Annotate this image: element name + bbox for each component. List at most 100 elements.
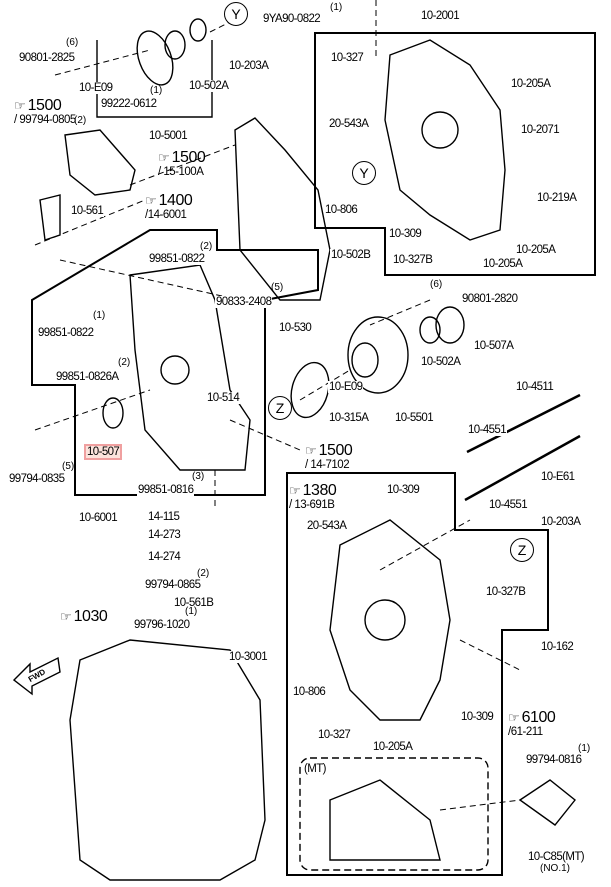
quantity: (1) [93,310,106,321]
part-label-10-507[interactable]: 10-507 [83,444,123,460]
reference-1500[interactable]: ☞1500/ 15-100A [158,149,206,179]
part-label-99222-0612[interactable]: 99222-0612 [100,98,158,110]
part-label-20-543a[interactable]: 20-543A [306,520,348,532]
part-label-10-e09[interactable]: 10-E09 [78,82,114,94]
part-label-9ya90-0822[interactable]: 9YA90-0822 [262,13,322,25]
part-label-10-e09[interactable]: 10-E09 [328,381,364,393]
part-label-10-4511[interactable]: 10-4511 [515,381,555,393]
reference-1500[interactable]: ☞1500/ 99794-0805 [14,97,76,127]
quantity: (NO.1) [540,863,570,874]
part-label-14-274[interactable]: 14-274 [147,551,182,563]
part-seal-10-507 [102,397,124,429]
part-label-10-203a[interactable]: 10-203A [228,60,270,72]
part-bracket-10-561 [64,129,136,196]
part-label-10-c85-mt-[interactable]: 10-C85(MT) [527,851,585,863]
quantity: (1) [330,2,343,13]
part-label-10-4551[interactable]: 10-4551 [467,424,508,436]
callout-z: Z [510,538,534,562]
quantity: (2) [200,241,213,252]
part-label-99796-1020[interactable]: 99796-1020 [133,619,191,631]
pointing-hand-icon: ☞ [145,193,157,208]
part-label-10-309[interactable]: 10-309 [460,711,495,723]
part-label-14-115[interactable]: 14-115 [147,511,181,523]
part-label-10-309[interactable]: 10-309 [386,484,421,496]
part-label-10-502a[interactable]: 10-502A [420,356,462,368]
part-label-10-6001[interactable]: 10-6001 [78,512,119,524]
part-label-10-205a[interactable]: 10-205A [482,258,524,270]
part-label-10-162[interactable]: 10-162 [540,641,575,653]
part-label-10-502b[interactable]: 10-502B [330,249,372,261]
part-label-99794-0816[interactable]: 99794-0816 [525,754,583,766]
reference-1030[interactable]: ☞1030 [60,608,108,625]
part-label-10-5501[interactable]: 10-5501 [394,412,435,424]
part-label-10-309[interactable]: 10-309 [388,228,423,240]
reference-6100[interactable]: ☞6100/61-211 [508,709,556,739]
part-label-99794-0835[interactable]: 99794-0835 [8,473,66,485]
callout-y: Y [224,2,248,26]
part-housing-10-6001 [129,264,251,471]
part-label-10-507a[interactable]: 10-507A [473,340,515,352]
part-label-10-806[interactable]: 10-806 [324,204,359,216]
quantity: (1) [578,743,591,754]
part-label-14-273[interactable]: 14-273 [147,529,182,541]
part-label-10-315a[interactable]: 10-315A [328,412,370,424]
part-label-99851-0822[interactable]: 99851-0822 [148,253,206,265]
pointing-hand-icon: ☞ [14,98,26,113]
part-bolt-10-4511 [466,393,581,454]
group-box-10-5001 [96,40,213,118]
group-box-10-6001 [31,229,319,496]
part-label-10-806[interactable]: 10-806 [292,686,327,698]
part-label-10-205a[interactable]: 10-205A [372,741,414,753]
part-flange-10-5001 [136,30,174,86]
part-label-10-205a[interactable]: 10-205A [510,78,552,90]
pointing-hand-icon: ☞ [305,443,317,458]
pointing-hand-icon: ☞ [508,710,520,725]
reference-1500[interactable]: ☞1500/ 14-7102 [305,442,353,472]
part-label-10-514[interactable]: 10-514 [206,392,241,404]
part-label-10-5001[interactable]: 10-5001 [148,130,189,142]
part-label-90801-2825[interactable]: 90801-2825 [18,52,76,64]
part-label-10-203a[interactable]: 10-203A [540,516,582,528]
part-label-10-561b[interactable]: 10-561B [173,597,215,609]
reference-1400[interactable]: ☞1400/14-6001 [145,192,193,222]
forward-arrow-icon [12,656,61,696]
part-label-99851-0822[interactable]: 99851-0822 [37,327,95,339]
group-box-10-2001 [314,32,596,276]
part-flange-10-5501 [347,316,409,394]
part-label-99851-0816[interactable]: 99851-0816 [137,484,195,496]
part-label-99794-0865[interactable]: 99794-0865 [144,579,202,591]
part-label-10-327b[interactable]: 10-327B [485,586,527,598]
part-label-20-543a[interactable]: 20-543A [328,118,370,130]
part-label-10-2071[interactable]: 10-2071 [520,124,561,136]
part-front-cover-10-2001 [384,39,506,241]
pointing-hand-icon: ☞ [158,150,170,165]
part-rotor-housing-1030 [69,639,266,881]
part-label-10-530[interactable]: 10-530 [278,322,313,334]
part-label-10-4551[interactable]: 10-4551 [488,499,529,511]
quantity: (5) [271,282,284,293]
part-label-10-327[interactable]: 10-327 [317,729,352,741]
part-label-90833-2408[interactable]: 90833-2408 [215,296,273,308]
part-label-90801-2820[interactable]: 90801-2820 [461,293,519,305]
part-label-10-e61[interactable]: 10-E61 [540,471,576,483]
part-label-10-327[interactable]: 10-327 [330,52,365,64]
part-oring-10-315A [290,361,330,419]
part-label--mt-[interactable]: (MT) [303,763,327,775]
part-cover-10-C85 [518,779,576,826]
quantity: (6) [430,279,443,290]
part-label-10-327b[interactable]: 10-327B [392,254,434,266]
part-label-10-561[interactable]: 10-561 [70,205,105,217]
part-label-10-3001[interactable]: 10-3001 [228,651,269,663]
part-label-10-219a[interactable]: 10-219A [536,192,578,204]
pointing-hand-icon: ☞ [289,483,301,498]
part-label-10-205a[interactable]: 10-205A [515,244,557,256]
reference-1380[interactable]: ☞1380/ 13-691B [289,482,337,512]
part-rear-housing-10-3001 [329,519,451,721]
quantity: (2) [197,568,210,579]
part-label-99851-0826a[interactable]: 99851-0826A [55,371,120,383]
part-bolt-10-E61 [464,434,581,502]
part-label-10-502a[interactable]: 10-502A [188,80,230,92]
part-label-10-2001[interactable]: 10-2001 [420,10,461,22]
quantity: (1) [150,85,163,96]
